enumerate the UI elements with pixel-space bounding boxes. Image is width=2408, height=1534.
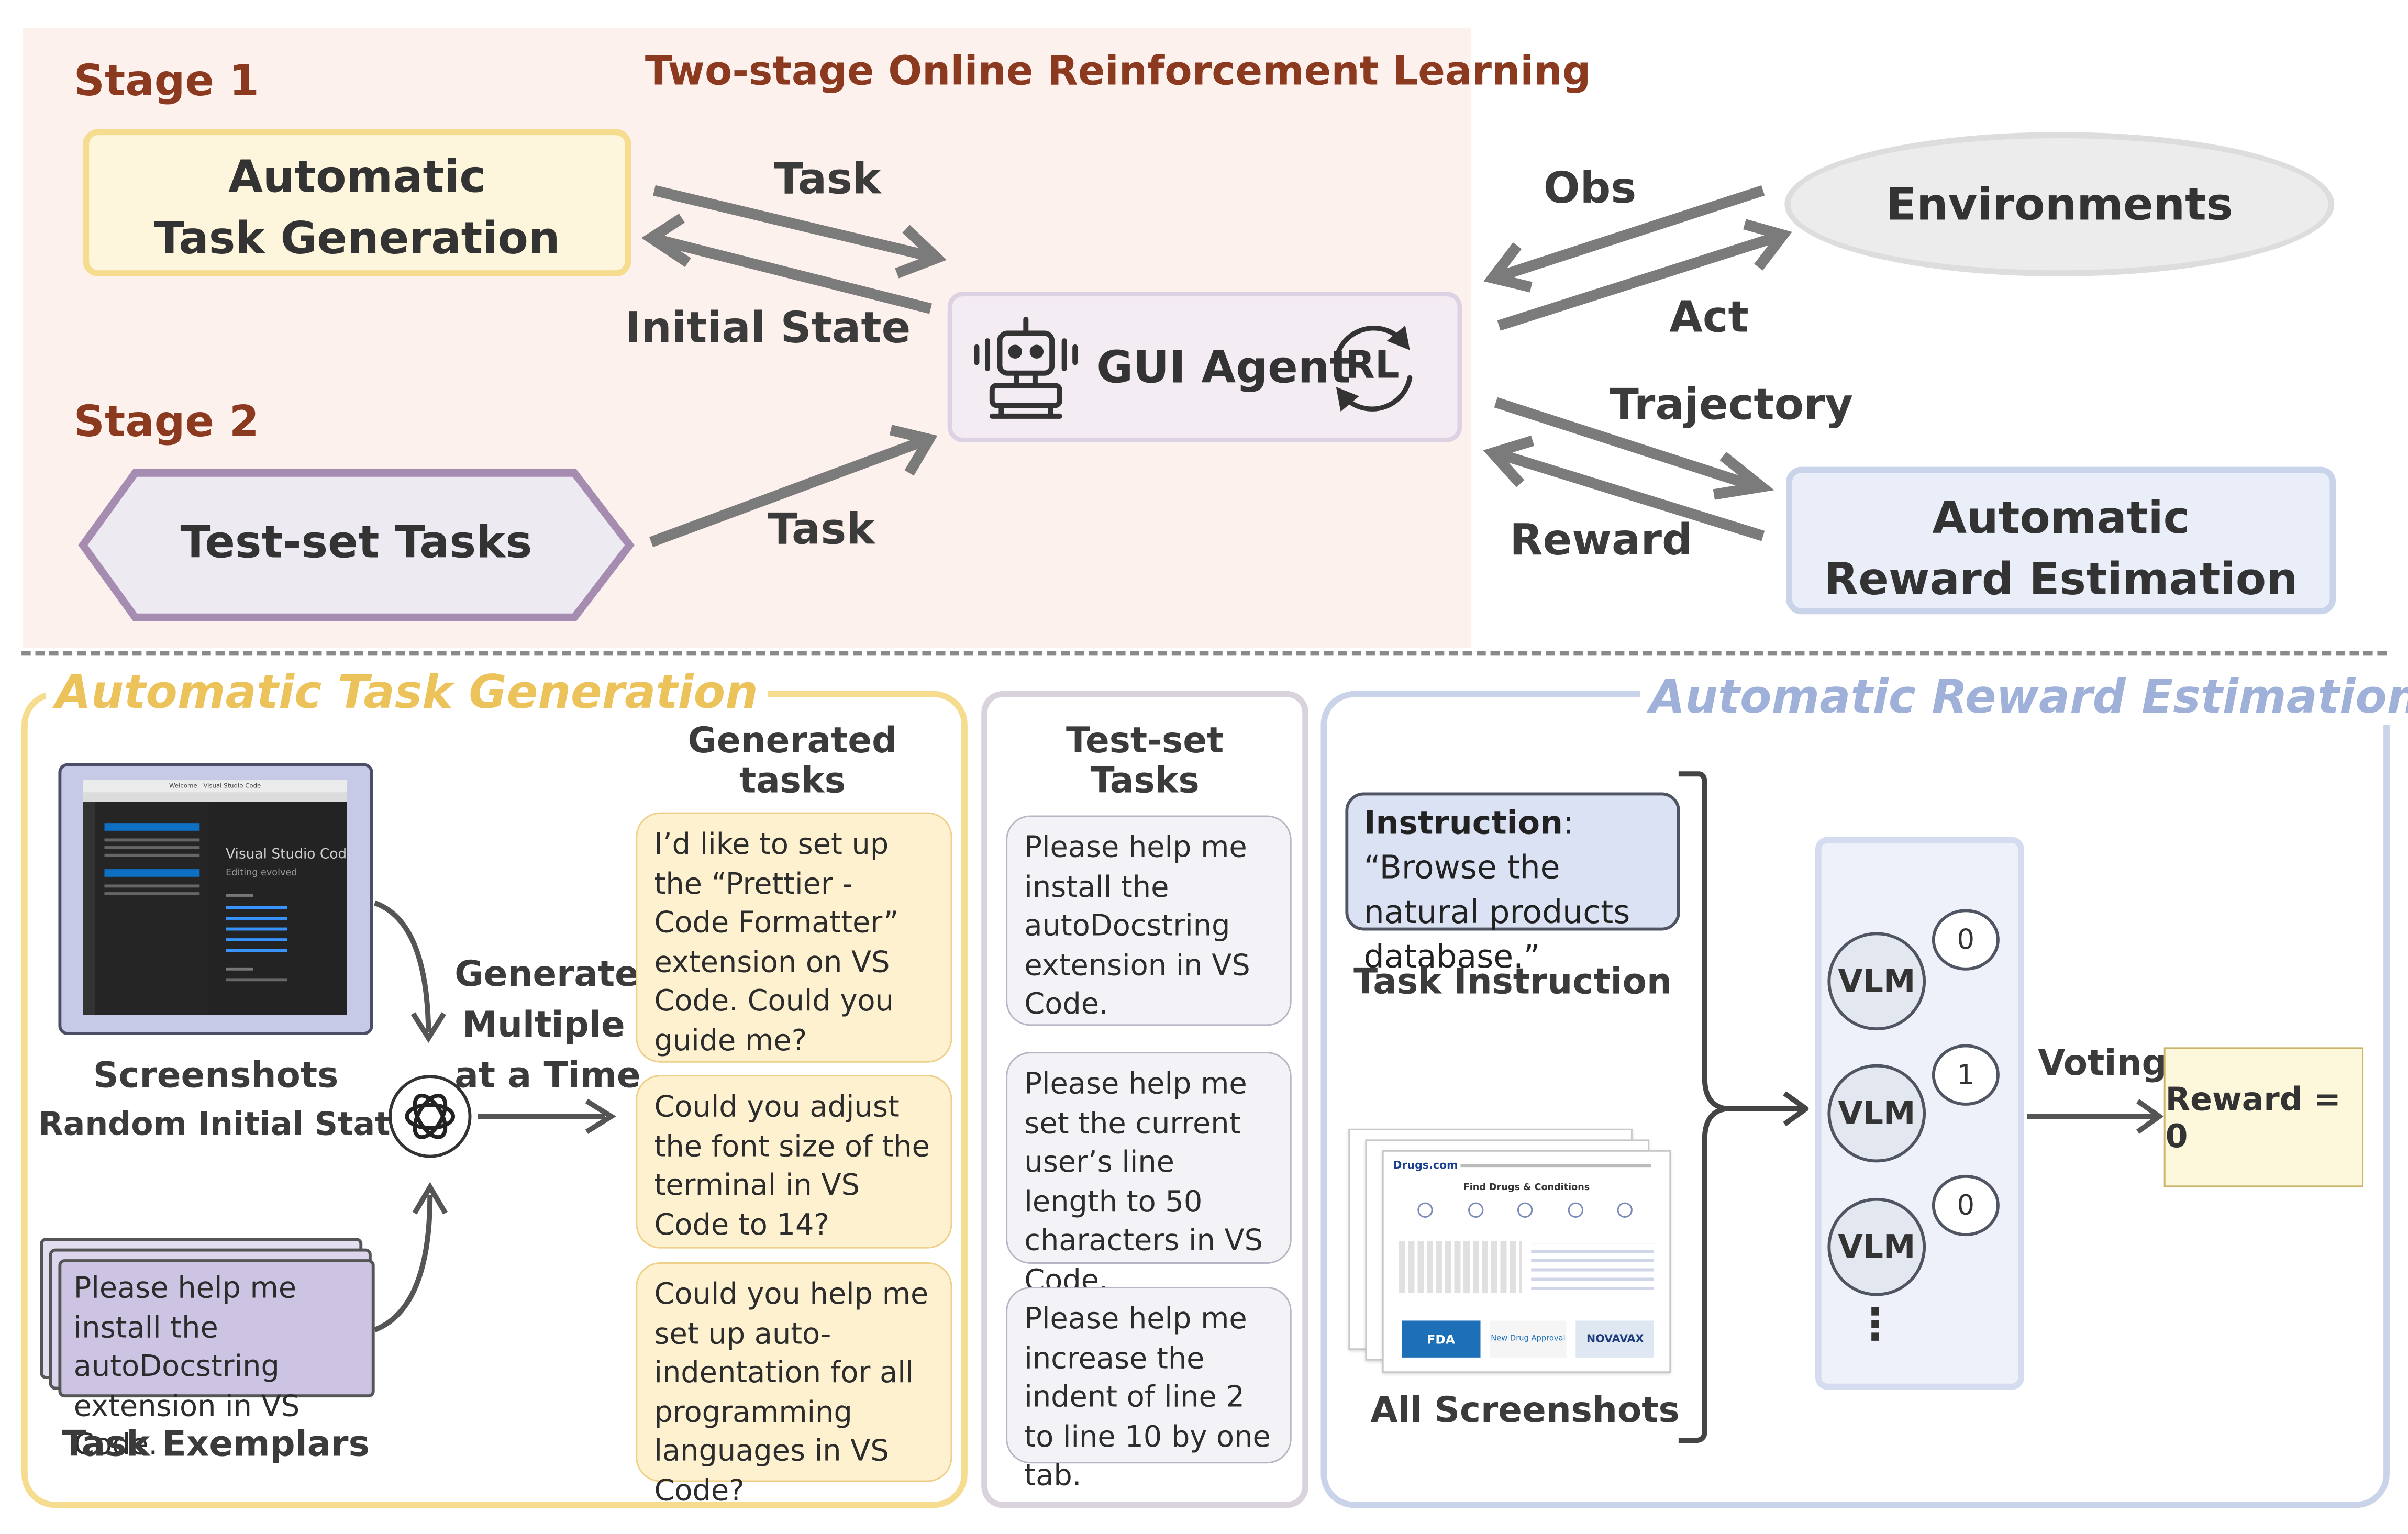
- vscode-window-title: Welcome - Visual Studio Code: [169, 781, 261, 790]
- testset-task-1: Please help me install the autoDocstring…: [1006, 815, 1292, 1026]
- vlm-node-3: VLM: [1827, 1197, 1926, 1296]
- llm-logo-circle: [389, 1075, 472, 1158]
- environments-label: Environments: [1886, 178, 2233, 230]
- task-instruction-label: Task Instruction: [1353, 963, 1672, 1003]
- top-arrows: [641, 185, 1792, 548]
- generated-task-2: Could you adjust the font size of the te…: [636, 1075, 952, 1249]
- task-exemplars-label: Task Exemplars: [62, 1425, 370, 1465]
- testset-task-3: Please help me increase the indent of li…: [1006, 1286, 1292, 1493]
- reward-est-line1: Automatic: [1932, 491, 2190, 544]
- generate-label-1: Generate: [454, 955, 639, 995]
- approval-logo: New Drug Approval: [1489, 1320, 1567, 1358]
- vscode-explorer: [95, 802, 209, 1015]
- vscode-titlebar: [83, 780, 347, 793]
- site-heading: Find Drugs & Conditions: [1463, 1182, 1590, 1194]
- vscode-app-name: Visual Studio Code: [226, 848, 347, 863]
- obs-label: Obs: [1543, 162, 1637, 214]
- instruction-key: Instruction: [1363, 804, 1563, 842]
- generate-label-2: Multiple: [462, 1006, 625, 1046]
- task-gen-line1: Automatic: [228, 150, 486, 203]
- section-divider: [21, 651, 2387, 656]
- reward-est-line2: Reward Estimation: [1824, 552, 2298, 605]
- vote-bubble-2: 1: [1932, 1044, 2000, 1106]
- all-screenshots-label: All Screenshots: [1370, 1391, 1680, 1431]
- voting-arrow: [2027, 1098, 2164, 1134]
- trajectory-label: Trajectory: [1609, 379, 1854, 430]
- testset-panel: [981, 691, 1309, 1508]
- act-label: Act: [1669, 292, 1749, 343]
- testset-head-2: Tasks: [1090, 761, 1200, 802]
- generated-task-1: I’d like to set up the “Prettier - Code …: [636, 812, 952, 1063]
- stage2-label: Stage 2: [73, 396, 259, 447]
- vlm-more-ellipsis: ⋮: [1854, 1299, 1897, 1350]
- task-gen-line2: Task Generation: [154, 212, 560, 264]
- generated-task-3: Could you help me set up auto-indentatio…: [636, 1262, 952, 1507]
- vscode-menubar: [83, 792, 347, 802]
- atg-arrows: [373, 900, 616, 1332]
- rl-cycle-icon: [1334, 325, 1413, 412]
- testset-task-2: Please help me set the current user’s li…: [1006, 1052, 1292, 1297]
- vote-bubble-1: 0: [1932, 909, 2000, 971]
- stage1-label: Stage 1: [73, 55, 259, 106]
- site-links: [1531, 1243, 1654, 1290]
- task-bottom-label: Task: [768, 504, 875, 554]
- website-screenshot: Drugs.com Find Drugs & Conditions FDA Ne…: [1382, 1150, 1671, 1373]
- vote-bubble-3: 0: [1932, 1174, 2000, 1237]
- vscode-app-sub: Editing evolved: [226, 868, 297, 879]
- test-set-label: Test-set Tasks: [180, 516, 532, 569]
- site-banner-row: FDA New Drug Approval NOVAVAX: [1402, 1320, 1654, 1358]
- vlm-node-1: VLM: [1827, 932, 1926, 1031]
- vscode-activitybar: [83, 802, 95, 1015]
- generate-label-3: at a Time: [454, 1056, 641, 1097]
- generated-tasks-head: Generated tasks: [636, 722, 949, 802]
- openai-icon: [405, 1093, 456, 1139]
- task-top-label: Task: [774, 153, 881, 205]
- site-alpha-grid: [1399, 1240, 1522, 1293]
- panel-title: Two-stage Online Reinforcement Learning: [645, 49, 1591, 95]
- site-nav: [1460, 1164, 1651, 1168]
- site-icons-row: [1417, 1202, 1633, 1218]
- fda-logo: FDA: [1402, 1320, 1480, 1358]
- vscode-start-links: [226, 894, 287, 989]
- exemplar-card: Please help me install the autoDocstring…: [58, 1259, 375, 1462]
- random-initial-state-label: Random Initial State: [38, 1105, 413, 1143]
- generated-head-1: Generated: [687, 721, 897, 762]
- are-title: Automatic Reward Estimation: [1640, 671, 2408, 725]
- site-logo: Drugs.com: [1393, 1159, 1458, 1172]
- instruction-colon: :: [1562, 804, 1574, 842]
- atg-title: Automatic Task Generation: [46, 666, 768, 720]
- test-set-hexagon: [78, 469, 635, 621]
- initial-state-label: Initial State: [625, 302, 911, 353]
- rl-label: RL: [1345, 342, 1400, 387]
- instruction-box: Instruction: “Browse the natural product…: [1345, 792, 1680, 975]
- testset-head-1: Test-set: [1066, 721, 1224, 762]
- robot-icon: [974, 317, 1078, 419]
- vlm-node-2: VLM: [1827, 1064, 1926, 1163]
- gui-agent-label: GUI Agent: [1096, 341, 1351, 393]
- reward-result-box: Reward = 0: [2163, 1047, 2364, 1187]
- testset-head: Test-set Tasks: [981, 722, 1308, 802]
- automatic-task-generation-box: Automatic Task Generation: [83, 129, 631, 276]
- environments-ellipse: [1784, 132, 2335, 276]
- vscode-screenshot: Welcome - Visual Studio Code Visual Stud…: [83, 780, 347, 1015]
- reward-estimation-box: Automatic Reward Estimation: [1786, 466, 2336, 615]
- screenshots-label: Screenshots: [93, 1056, 339, 1097]
- instruction-text: “Browse the natural products database.”: [1363, 849, 1630, 975]
- reward-label: Reward: [1510, 514, 1693, 565]
- voting-label: Voting: [2038, 1044, 2167, 1084]
- novavax-logo: NOVAVAX: [1576, 1320, 1654, 1358]
- brace-arrow: [1678, 771, 1809, 1443]
- generated-head-2: tasks: [739, 761, 846, 802]
